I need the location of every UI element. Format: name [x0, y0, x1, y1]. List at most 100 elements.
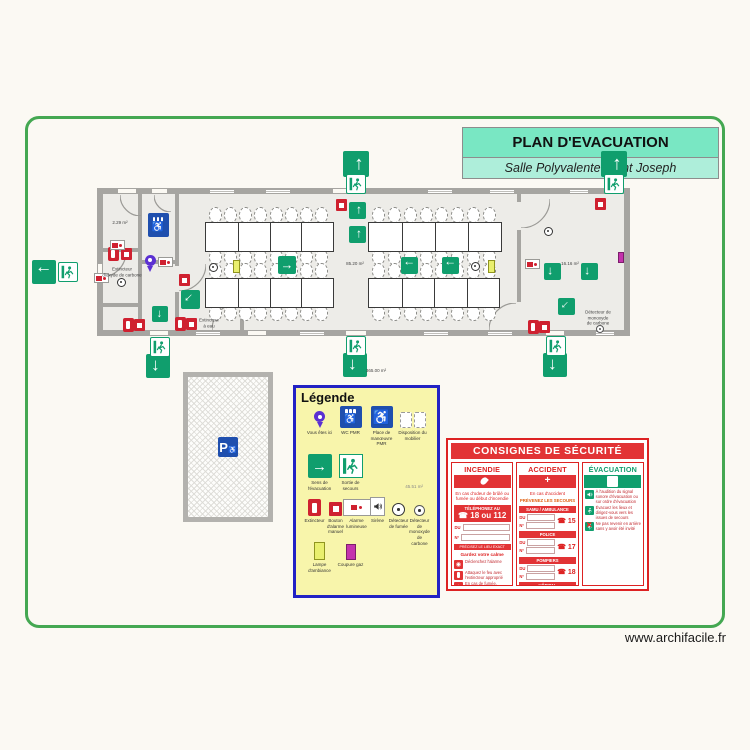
evacuation-direction-arrow: →: [601, 151, 627, 177]
legend-item-label: Extincteur: [304, 518, 325, 523]
chair: [419, 207, 433, 223]
service-row: DUN° 17: [519, 538, 576, 555]
service-name-band: HÔPITAL: [518, 582, 577, 585]
door-opening: [248, 331, 266, 335]
legend-row: Vous êtes ici♿WC PMR♿Place de manœuvre P…: [304, 406, 428, 447]
manual-alarm-button-icon: [178, 274, 190, 286]
manual-alarm-button-icon: [538, 321, 550, 333]
write-field: DU: [519, 513, 556, 521]
emergency-lamp-icon: [232, 259, 240, 273]
chair: [254, 207, 268, 223]
evacuate-icon: [584, 506, 594, 516]
chair: [403, 207, 417, 223]
service-row: DUN° 15: [519, 513, 576, 530]
gas-shutoff-icon: [618, 251, 624, 263]
legend-item-ext: Extincteur: [304, 494, 325, 524]
write-field: DU: [519, 564, 556, 572]
wall: [175, 194, 179, 266]
pmr-icon: ♿: [370, 406, 393, 428]
incendie-step: Attaquez le feu avec l'extincteur approp…: [454, 570, 510, 581]
incendie-header: INCENDIE: [464, 464, 501, 474]
evacuation-step: À l'audition du signal sonore d'évacuati…: [584, 489, 641, 505]
mobilier-icon: [399, 406, 426, 428]
legend-item-lum: Alarme lumineuse: [342, 494, 371, 529]
service-name-band: SAMU / AMBULANCE: [518, 505, 577, 513]
evacuation-direction-arrow: →: [152, 306, 168, 322]
evacuation-direction-arrow: →: [278, 256, 296, 274]
alarm-icon: ◉: [454, 560, 463, 570]
smoke-detector-icon: [470, 261, 480, 271]
wheelchair-icon: ♿: [227, 447, 237, 454]
legend-item-label: Détecteur de monoxyde de carbone: [409, 518, 430, 546]
disabled-parking-sign: P ♿: [218, 437, 238, 457]
chair: [451, 207, 465, 223]
legend-item-label: Bouton d'alarme manuel: [326, 518, 345, 535]
chair: [224, 207, 238, 223]
consignes-evacuation-column: ÉVACUATION À l'audition du signal sonore…: [581, 462, 644, 586]
sirene-icon: [370, 494, 385, 516]
service-number: 15: [557, 517, 575, 525]
door-opening: [546, 331, 564, 335]
window-mark: [488, 332, 512, 335]
legend-item-label: Vous êtes ici: [306, 430, 333, 435]
you-are-here-pin: [144, 254, 156, 272]
legend-item-wcpmr: ♿WC PMR: [335, 406, 366, 436]
fire-pictogram: [453, 474, 511, 488]
door-swing-arc: [120, 195, 141, 216]
legend-item-label: Alarme lumineuse: [346, 518, 367, 529]
wcpmr-icon: ♿: [339, 406, 362, 428]
accident-header: ACCIDENT: [528, 464, 567, 474]
floorplan-label: 2.29 m²: [112, 220, 128, 226]
write-line: [461, 534, 510, 542]
extinguisher-icon: [454, 570, 463, 580]
door-opening: [150, 331, 168, 335]
btn-icon: [329, 494, 342, 516]
emergency-exit-sign: [150, 337, 170, 357]
incendie-intro: En cas d'odeur de brûlé ou fumée ou débu…: [455, 490, 509, 502]
legend-item-label: Sirène: [370, 518, 384, 523]
legend-item-label: Sortie de secours: [341, 480, 360, 491]
window-mark: [424, 332, 448, 335]
fire-extinguisher-icon: [122, 318, 134, 332]
manual-alarm-button-icon: [185, 318, 197, 330]
smoke-detector-icon: [208, 262, 218, 272]
emergency-numbers: 18 ou 112: [470, 511, 507, 521]
door-swing-arc: [489, 303, 516, 330]
wc-pmr-sign: ♿: [147, 213, 169, 237]
evacuation-header: ÉVACUATION: [588, 464, 638, 474]
step-text: Ne pas revenir en arrière sans y avoir é…: [595, 521, 641, 532]
window-mark: [428, 190, 452, 193]
window-mark: [196, 332, 220, 335]
evacuation-direction-arrow: →: [543, 353, 567, 377]
floorplan-label: Détecteur de monoxyde de carbone: [585, 309, 611, 326]
phone-label: TÉLÉPHONEZ AU: [464, 506, 500, 512]
no-return-icon: ×: [584, 519, 594, 532]
field-no-label: N°: [454, 535, 460, 541]
chair: [239, 263, 253, 279]
evacuation-direction-arrow: →: [441, 256, 459, 274]
accident-intro: En cas d'accident: [529, 490, 566, 496]
chair: [419, 263, 433, 279]
legend-area-label: 45.51 m²: [405, 484, 423, 489]
accident-intro2: PRÉVENEZ LES SECOURS: [519, 498, 576, 504]
legend-item-co: Détecteur de monoxyde de carbone: [409, 494, 430, 546]
legend-box: Légende Vous êtes ici♿WC PMR♿Place de ma…: [293, 385, 440, 598]
smoke-detector-icon: [116, 277, 126, 287]
plan-subtitle: Salle Polyvalente Saint Joseph: [463, 158, 718, 178]
consignes-columns: INCENDIE En cas d'odeur de brûlé ou fumé…: [451, 462, 644, 586]
consignes-title: CONSIGNES DE SÉCURITÉ: [451, 443, 644, 459]
evacuation-direction-arrow: →: [146, 354, 170, 378]
chair: [209, 207, 222, 223]
evacuation-pictogram: [584, 474, 642, 488]
plan-title-box: PLAN D'EVACUATION Salle Polyvalente Sain…: [462, 127, 719, 179]
accident-pictogram: [518, 474, 577, 488]
legend-item-label: Lampe d'ambiance: [308, 562, 331, 573]
emergency-exit-sign: [546, 336, 566, 356]
wall: [517, 194, 521, 202]
incendie-step: ↓En cas de fumée, baissez-vous, l'air fr…: [454, 581, 510, 585]
alarm-sound-icon: [584, 490, 594, 499]
evacuation-step: Évacuez les lieux et dirigez-vous vers l…: [584, 505, 641, 521]
